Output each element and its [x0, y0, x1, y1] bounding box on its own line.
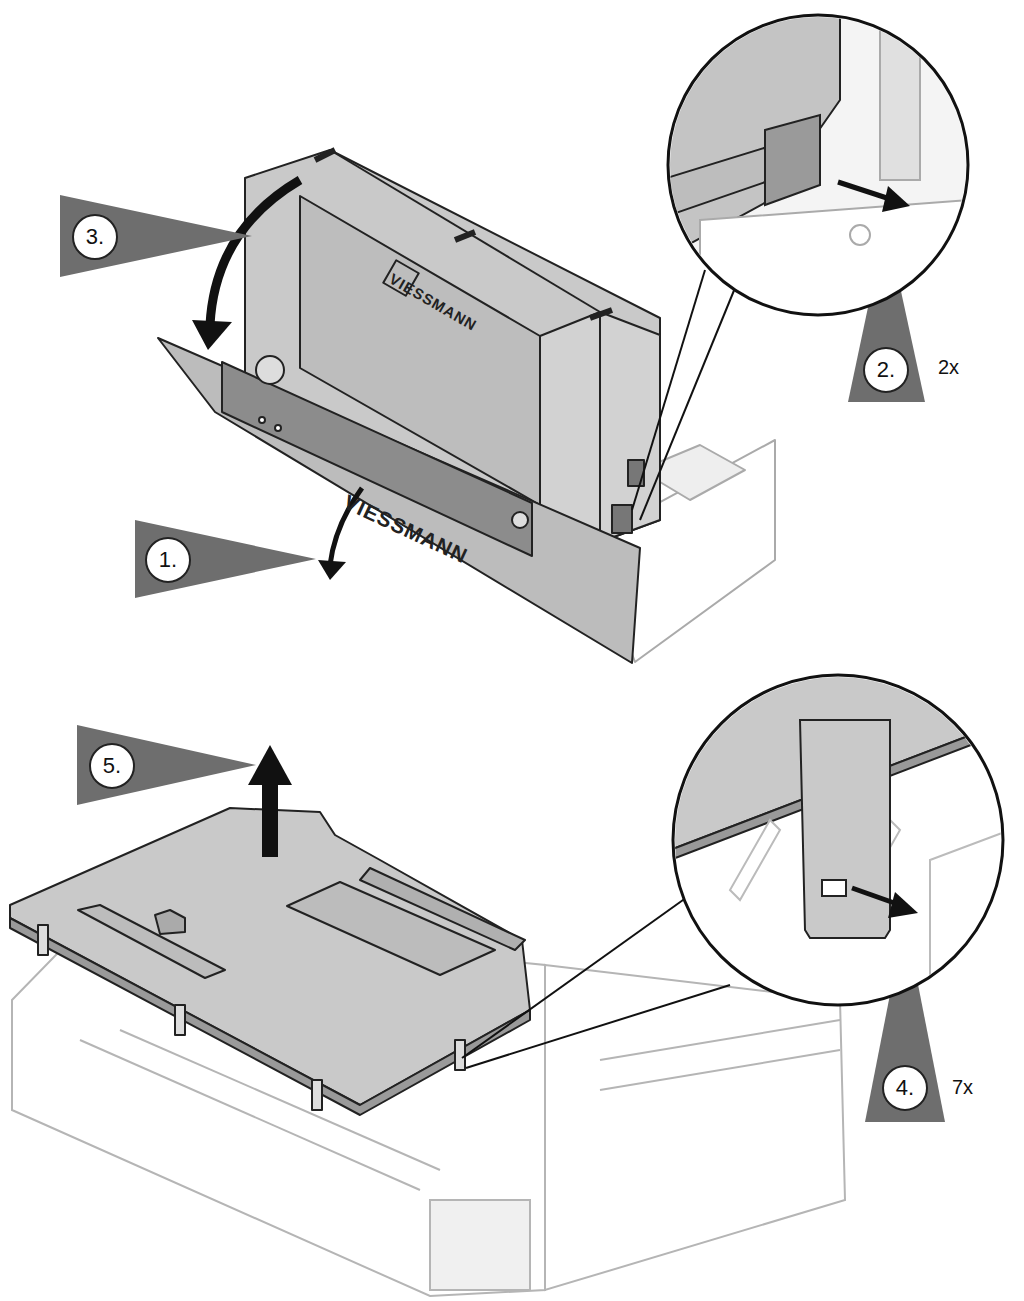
callout-number: 1.: [159, 547, 177, 573]
callout-number: 3.: [86, 224, 104, 250]
quantity-label: 7x: [952, 1076, 973, 1099]
callout-circle: 5.: [89, 743, 135, 789]
callout-number: 2.: [877, 357, 895, 383]
quantity-label: 2x: [938, 356, 959, 379]
callout-number: 5.: [103, 753, 121, 779]
callout-circle: 4.: [882, 1065, 928, 1111]
callout-circle: 1.: [145, 537, 191, 583]
callout-number: 4.: [896, 1075, 914, 1101]
callout-circle: 2.: [863, 347, 909, 393]
callout-circle: 3.: [72, 214, 118, 260]
